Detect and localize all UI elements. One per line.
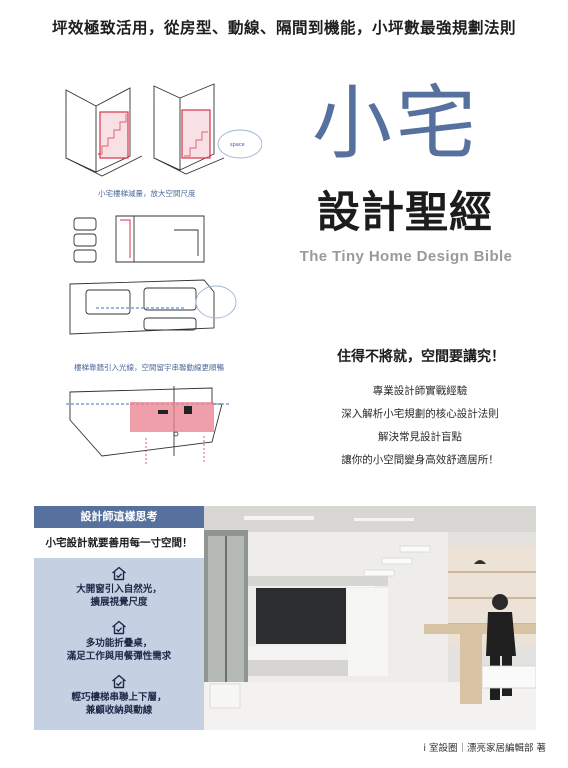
tip-line-1: 多功能折疊桌， xyxy=(85,638,153,649)
stair-section-sketch: space xyxy=(65,83,262,177)
publisher-credit: i 室設圈｜漂亮家居編輯部 著 xyxy=(423,743,546,754)
feature-item: 讓你的小空間變身高效舒適居所！ xyxy=(341,454,499,466)
feature-item: 解決常見設計盲點 xyxy=(378,431,462,443)
feature-item: 深入解析小宅規劃的核心設計法則 xyxy=(341,408,499,420)
designer-tips-panel: 設計師這樣思考 小宅設計就要善用每一寸空間！ 大開窗引入自然光， 擴展視覺尺度 … xyxy=(34,506,204,730)
panel-header: 設計師這樣思考 xyxy=(34,506,204,528)
tip-line-2: 滿足工作與用餐彈性需求 xyxy=(66,651,172,662)
panel-title: 小宅設計就要善用每一寸空間！ xyxy=(34,528,204,558)
house-check-icon xyxy=(112,620,126,635)
house-check-icon xyxy=(112,674,126,689)
floor-plan-sketch xyxy=(69,215,237,335)
book-title-english: The Tiny Home Design Bible xyxy=(299,248,513,265)
tip-line-1: 大開窗引入自然光， xyxy=(76,584,162,595)
cover-slogan: 坪效極致活用，從房型、動線、隔間到機能，小坪數最強規劃法則 xyxy=(51,19,516,37)
book-title-main: 小宅 xyxy=(312,77,480,170)
tip-item: 大開窗引入自然光， 擴展視覺尺度 xyxy=(34,566,204,609)
tip-item: 輕巧樓梯串聯上下層， 兼顧收納與動線 xyxy=(34,674,204,717)
tagline: 住得不將就，空間要講究！ xyxy=(337,349,505,365)
tip-line-2: 擴展視覺尺度 xyxy=(90,597,148,608)
feature-item: 專業設計師實戰經驗 xyxy=(372,385,468,397)
sketch-caption-light: 樓梯靠牆引入光線，空間留宇串聯動線更順暢 xyxy=(74,363,224,372)
light-path-sketch xyxy=(66,386,230,466)
interior-photo xyxy=(204,506,536,730)
svg-text:space: space xyxy=(230,142,245,148)
tip-line-2: 兼顧收納與動線 xyxy=(85,705,153,716)
sketch-caption-stair: 小宅樓梯減量，放大空間尺度 xyxy=(98,189,196,198)
tip-line-1: 輕巧樓梯串聯上下層， xyxy=(71,692,167,703)
tip-item: 多功能折疊桌， 滿足工作與用餐彈性需求 xyxy=(34,620,204,663)
feature-list: 專業設計師實戰經驗 深入解析小宅規劃的核心設計法則 解決常見設計盲點 讓你的小空… xyxy=(300,380,540,472)
book-title-sub: 設計聖經 xyxy=(317,188,493,238)
house-check-icon xyxy=(112,566,126,581)
